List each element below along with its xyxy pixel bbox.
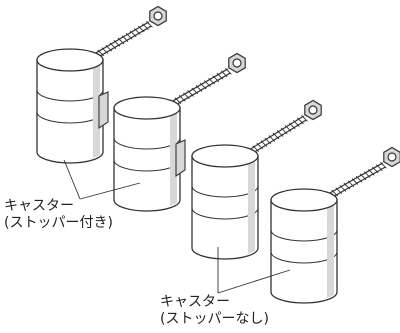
label-caster-with-stopper-line1: キャスター: [4, 198, 74, 214]
leader-stopper-2: [79, 182, 141, 200]
hex-nut: [228, 52, 246, 74]
stopper-lever: [98, 91, 109, 130]
stopper-lever: [175, 139, 186, 178]
label-caster-without-stopper-line2: (ストッパーなし): [160, 311, 269, 327]
label-caster-with-stopper: キャスター (ストッパー付き): [4, 198, 113, 232]
hex-nut: [383, 146, 400, 168]
caster-without-stopper-1: [191, 99, 322, 260]
caster-body: [191, 144, 259, 260]
threaded-stem: [245, 115, 308, 157]
caster-body: [113, 96, 181, 212]
label-caster-with-stopper-line2: (ストッパー付き): [4, 215, 113, 231]
leader-nostopper-2: [217, 269, 291, 294]
hex-nut: [149, 5, 167, 27]
threaded-stem: [90, 21, 153, 61]
caster-without-stopper-2: [270, 146, 400, 304]
threaded-stem: [324, 162, 387, 201]
caster-body: [270, 188, 338, 304]
caster-body: [36, 48, 104, 164]
hex-nut: [304, 99, 322, 121]
label-caster-without-stopper: キャスター (ストッパーなし): [160, 294, 269, 328]
label-caster-without-stopper-line1: キャスター: [160, 294, 230, 310]
threaded-stem: [167, 68, 232, 109]
caster-with-stopper-1: [36, 5, 167, 164]
leader-stopper-1: [63, 159, 81, 200]
